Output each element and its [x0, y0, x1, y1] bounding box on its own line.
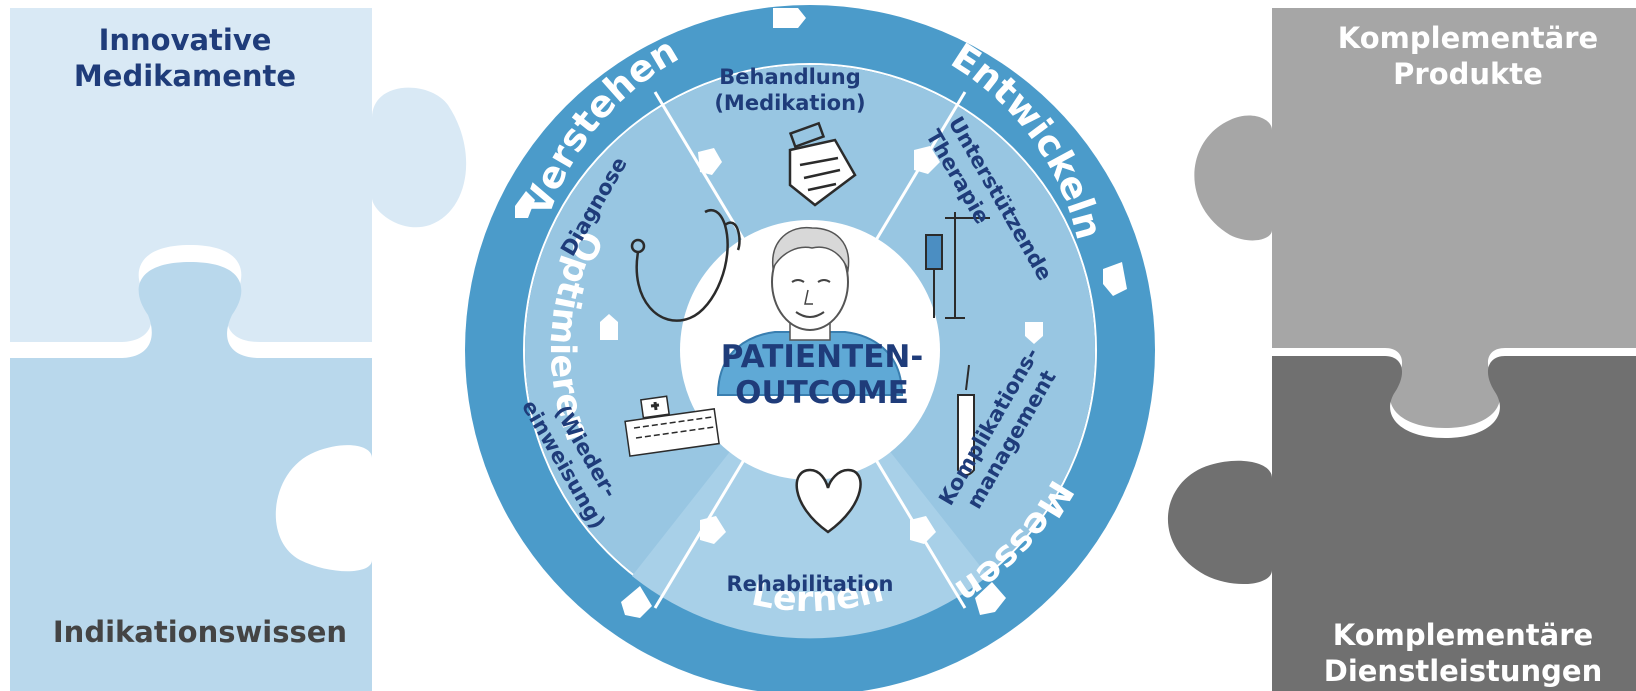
iv-drip-icon	[925, 212, 990, 319]
puzzle-piece-bottom-left	[10, 262, 372, 691]
arrow-marker	[698, 148, 722, 175]
hospital-icon	[624, 395, 720, 457]
label-line: Komplementäre	[1332, 618, 1594, 652]
label-line: Behandlung	[719, 65, 860, 89]
medicine-bottle-icon	[788, 121, 857, 207]
label-line: Komplementäre	[1337, 21, 1599, 55]
test-tube-icon	[957, 364, 975, 476]
label-line: Dienstleistungen	[1323, 654, 1603, 688]
label-line: PATIENTEN-	[721, 339, 923, 375]
center-label: PATIENTEN-OUTCOME	[721, 339, 923, 411]
arrow-marker	[910, 516, 936, 544]
label-line: Rehabilitation	[727, 572, 894, 596]
label-line: Innovative	[98, 23, 272, 57]
arrow-marker	[975, 582, 1006, 615]
stethoscope-icon	[630, 208, 741, 322]
arrow-marker	[621, 586, 652, 618]
arrow-marker	[700, 516, 726, 544]
stage-label-behandlung: Behandlung(Medikation)	[714, 65, 865, 115]
heart-icon	[795, 468, 862, 534]
arrow-marker	[1025, 322, 1043, 344]
patient-portrait-icon	[716, 226, 904, 396]
label-line: Produkte	[1393, 57, 1543, 91]
label-line: Medikamente	[73, 59, 297, 93]
arrow-marker	[1103, 262, 1127, 296]
arrow-marker	[600, 314, 618, 340]
stage-label-rehabilitation: Rehabilitation	[727, 572, 894, 596]
puzzle-label-indikationswissen: Indikationswissen	[52, 615, 348, 649]
puzzle-piece-top-right	[1194, 8, 1636, 428]
arrow-marker	[773, 8, 806, 28]
label-line: OUTCOME	[735, 375, 909, 411]
arrow-marker	[515, 191, 535, 218]
puzzle-piece-bottom-right	[1167, 356, 1636, 691]
cycle-arrows	[515, 8, 1127, 618]
arrow-marker	[914, 146, 940, 174]
label-line: (Medikation)	[714, 91, 865, 115]
puzzle-piece-top-left	[10, 8, 467, 342]
